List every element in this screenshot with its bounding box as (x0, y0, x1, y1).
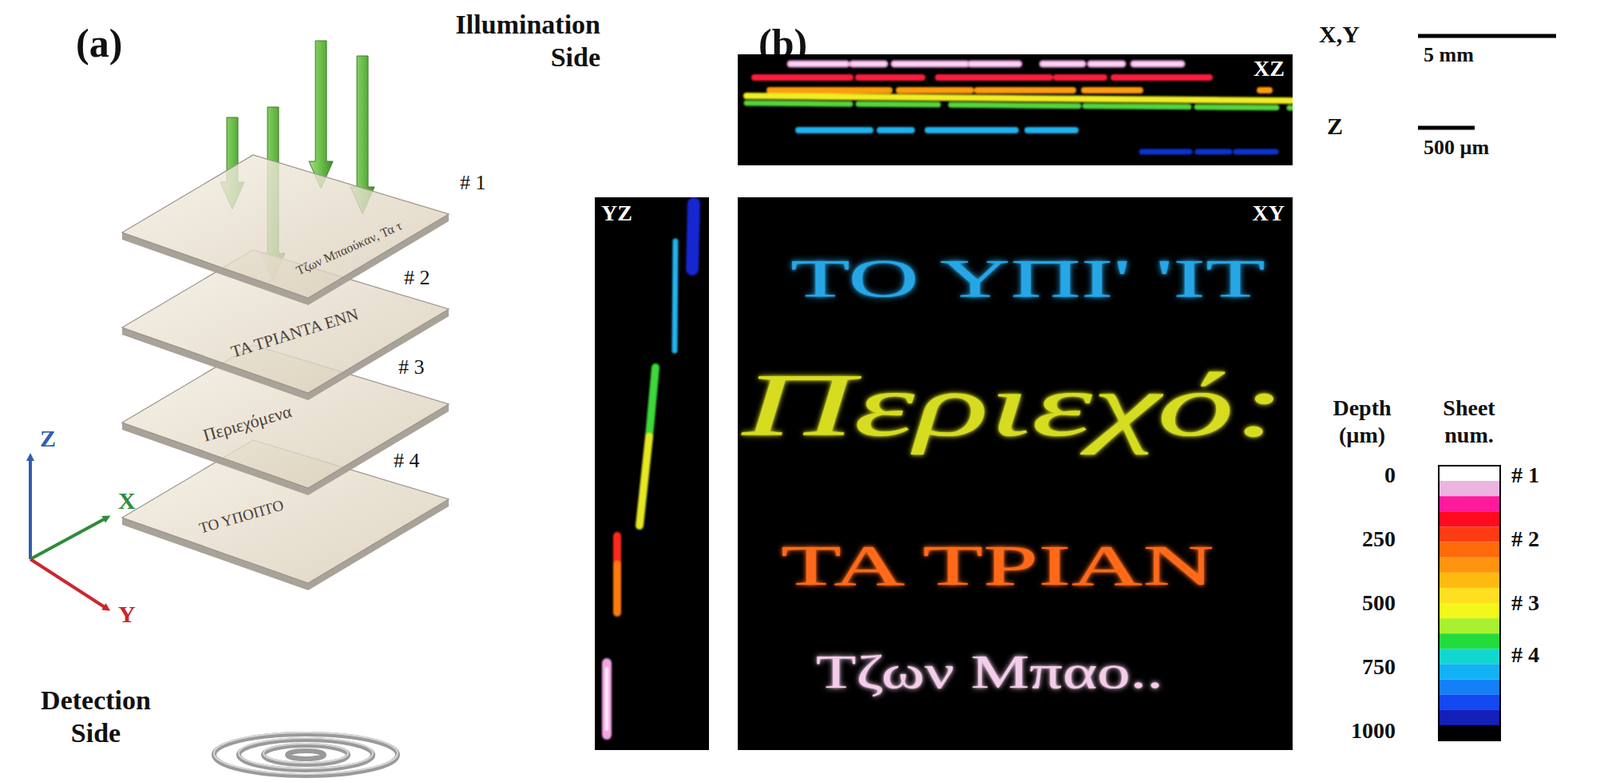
colorbar-title: Depth (µm) (1321, 394, 1403, 448)
depth-tick: 750 (1362, 653, 1396, 680)
sheet-number: # 2 (403, 265, 431, 290)
sheet-number: # 3 (398, 355, 425, 380)
depth-tick: 1000 (1350, 717, 1396, 744)
view-label: XY (1252, 200, 1285, 226)
colorbar-title: Sheet num. (1427, 394, 1511, 448)
scale-axis-label: X,Y (1318, 20, 1360, 49)
axes (30, 456, 107, 609)
image-text: Τζων Μπαο.. (815, 644, 1164, 700)
view-label: XZ (1253, 55, 1285, 82)
depth-tick: 250 (1362, 526, 1396, 552)
detector-rings-highlight (213, 732, 398, 774)
sheet-tick: # 1 (1511, 462, 1540, 488)
panel-letter: (a) (75, 20, 123, 68)
sheet-tick: # 4 (1511, 641, 1540, 668)
xz-projection (737, 54, 1293, 166)
image-text: ΤΑ ΤΡΙΑΝ (780, 532, 1215, 599)
depth-colorbar (1438, 465, 1501, 741)
axis-label: Y (118, 600, 136, 629)
xz-view: XZ (737, 54, 1293, 166)
scale-axis-label: Z (1326, 112, 1343, 141)
view-label: YZ (601, 200, 633, 226)
detector-rings (213, 733, 398, 776)
depth-tick: 0 (1384, 462, 1396, 488)
illumination-label: Illumination Side (415, 7, 601, 75)
xy-view: XY ΤΟ ΥΠΙ' 'ΙΤ Περιεχό: ΤΑ ΤΡΙΑΝ Τζων Μπαο.. (737, 197, 1293, 750)
axis-label: X (118, 487, 136, 515)
detection-label: Detection Side (14, 683, 178, 750)
image-text: Περιεχό: (742, 353, 1286, 457)
scale-value: 5 mm (1423, 43, 1474, 68)
sheet-number: # 4 (393, 448, 420, 473)
scale-bars (1417, 35, 1557, 128)
image-text: ΤΟ ΥΠΙ' 'ΙΤ (790, 246, 1266, 309)
yz-view: YZ (594, 197, 709, 750)
sheet-tick: # 2 (1511, 526, 1540, 552)
axis-label: Z (39, 424, 56, 453)
depth-tick: 500 (1362, 590, 1396, 616)
yz-projection (594, 197, 709, 750)
sheet-number: # 1 (459, 170, 487, 195)
scale-value: 500 µm (1423, 135, 1490, 160)
sheet-one: Τζων Μπαούκαν, Τα τ (119, 151, 454, 308)
sheet-tick: # 3 (1511, 590, 1540, 616)
